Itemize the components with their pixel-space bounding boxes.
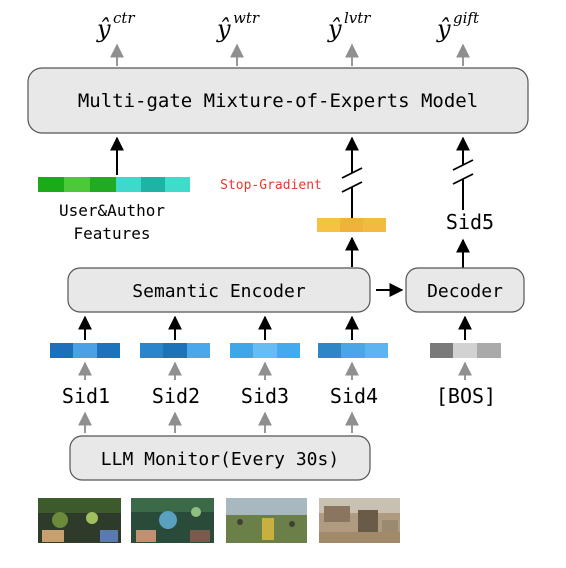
feature-cell-3: [90, 177, 116, 192]
decoder-box: [405, 267, 525, 313]
sid2-cell-2: [163, 343, 187, 358]
mmoe-label: Multi-gate Mixture-of-Experts Model: [78, 90, 478, 112]
bos-cell-2: [453, 343, 477, 358]
feature-cell-2: [64, 177, 90, 192]
sid1-cell-2: [73, 343, 97, 358]
features-label-line2: Features: [73, 224, 150, 243]
stop-gradient-gap-right: [455, 165, 471, 179]
sid4-cell-2: [341, 343, 365, 358]
sid3-cell-1: [230, 343, 253, 358]
output-ctr: ŷ ctr: [96, 9, 135, 43]
orange-cell-3: [363, 218, 386, 232]
game-thumbnail-moba-2: [131, 498, 214, 543]
output-lvtr-sup: lvtr: [344, 9, 371, 27]
bos-label: [BOS]: [436, 384, 496, 408]
orange-cell-2: [340, 218, 363, 232]
sid4-cell-3: [365, 343, 388, 358]
game-thumbnail-shooter-2: [319, 498, 400, 543]
sid1-label: Sid1: [62, 384, 110, 408]
output-gift-sup: gift: [453, 9, 480, 27]
output-lvtr-hat: ŷ: [327, 15, 342, 43]
sid5-label: Sid5: [446, 210, 494, 234]
sid3-label: Sid3: [241, 384, 289, 408]
stop-gradient-slash-right-2: [452, 173, 474, 185]
output-lvtr: ŷ lvtr: [327, 9, 371, 43]
sid4-cell-1: [318, 343, 341, 358]
output-wtr-hat: ŷ: [216, 15, 231, 43]
semantic-encoder-box: [67, 267, 371, 313]
semantic-encoder-label: Semantic Encoder: [132, 281, 306, 302]
output-gift-hat: ŷ: [436, 15, 451, 43]
sid1-embedding-bar: [50, 343, 120, 358]
bos-cell-3: [477, 343, 501, 358]
decoder-label: Decoder: [427, 281, 503, 302]
sid4-embedding-bar: [318, 343, 388, 358]
sid2-embedding-bar: [140, 343, 210, 358]
llm-monitor-label: LLM Monitor(Every 30s): [101, 449, 339, 470]
output-gift: ŷ gift: [436, 9, 480, 43]
sid3-cell-3: [277, 343, 300, 358]
stop-gradient-gap-left: [344, 173, 360, 187]
sid2-label: Sid2: [152, 384, 200, 408]
output-wtr: ŷ wtr: [216, 9, 260, 43]
stop-gradient-slash-left-2: [341, 181, 363, 193]
mmoe-box: [27, 67, 529, 134]
orange-cell-1: [317, 218, 340, 232]
feature-cell-6: [165, 177, 190, 192]
features-label-line1: User&Author: [59, 201, 165, 220]
output-wtr-sup: wtr: [233, 9, 260, 27]
bos-cell-1: [430, 343, 453, 358]
sid1-cell-1: [50, 343, 73, 358]
sid4-label: Sid4: [330, 384, 378, 408]
llm-monitor-box: [69, 435, 371, 481]
feature-cell-1: [38, 177, 64, 192]
sid3-cell-2: [253, 343, 277, 358]
game-thumbnail-shooter-1: [226, 498, 307, 543]
stop-gradient-slash-right-1: [452, 159, 474, 171]
feature-cell-5: [141, 177, 165, 192]
output-ctr-hat: ŷ: [96, 15, 111, 43]
sid2-cell-3: [187, 343, 210, 358]
sid2-cell-1: [140, 343, 163, 358]
sid1-cell-3: [97, 343, 120, 358]
feature-cell-4: [116, 177, 141, 192]
stop-gradient-label: Stop-Gradient: [220, 178, 322, 193]
orange-embedding-bar: [317, 218, 386, 232]
stop-gradient-slash-left-1: [341, 167, 363, 179]
game-thumbnail-moba-1: [38, 498, 121, 543]
feature-embedding-bar: [38, 177, 190, 192]
sid3-embedding-bar: [230, 343, 300, 358]
bos-embedding-bar: [430, 343, 501, 358]
output-ctr-sup: ctr: [113, 9, 135, 27]
